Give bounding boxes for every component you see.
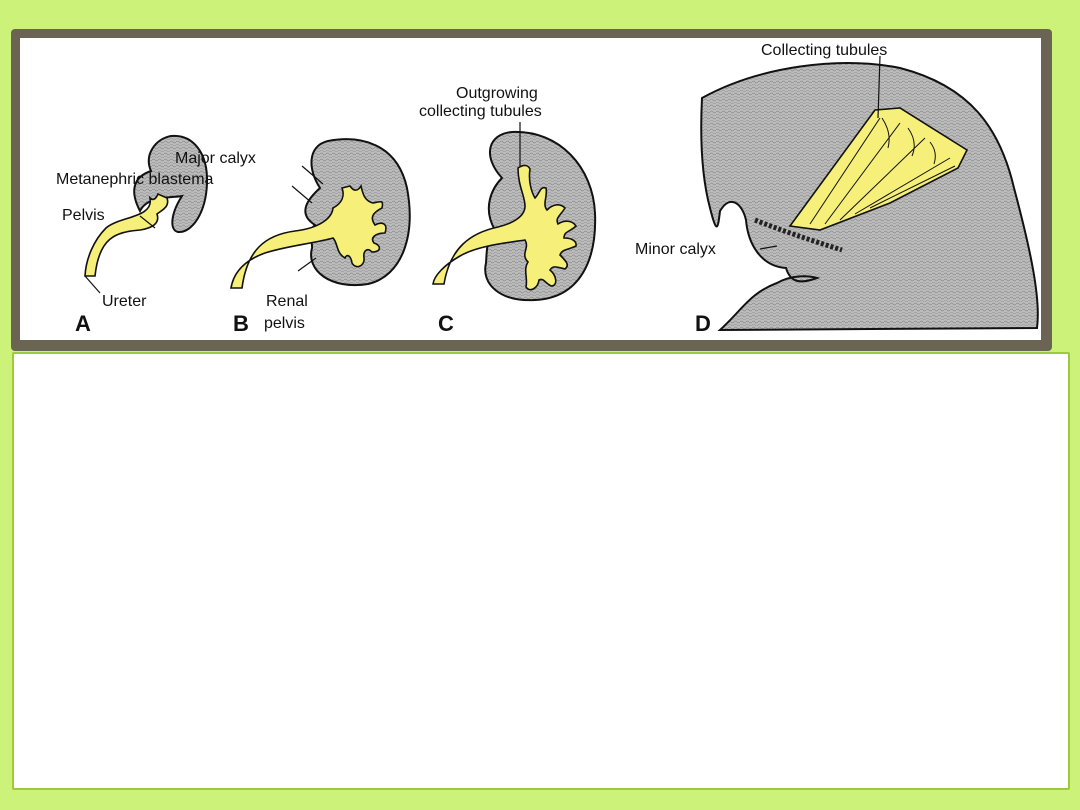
label-metanephric-blastema: Metanephric blastema (56, 171, 214, 188)
label-renal-pelvis: pelvis (264, 315, 305, 332)
panel-letter-a: A (75, 311, 91, 336)
panel-letter-c: C (438, 311, 454, 336)
figure-frame: Collecting tubules Outgrowing collecting… (11, 29, 1052, 351)
label-pelvis: Pelvis (62, 207, 105, 224)
label-minor-calyx: Minor calyx (635, 241, 716, 258)
panel-c-kidney (432, 130, 597, 302)
label-collecting-tubules: Collecting tubules (761, 42, 887, 59)
label-collecting-tubules-2: collecting tubules (419, 103, 542, 120)
panel-letter-d: D (695, 311, 711, 336)
leader-lines (84, 55, 881, 294)
panel-b-kidney (230, 138, 411, 289)
panel-letter-b: B (233, 311, 249, 336)
kidney-development-diagram: Collecting tubules Outgrowing collecting… (20, 38, 1041, 340)
label-renal: Renal (266, 293, 308, 310)
label-ureter: Ureter (102, 293, 147, 310)
label-major-calyx: Major calyx (175, 150, 256, 167)
empty-content-area (12, 352, 1070, 790)
panel-a-kidney (84, 134, 209, 277)
label-outgrowing: Outgrowing (456, 85, 538, 102)
panel-d-kidney-section (700, 62, 1039, 332)
